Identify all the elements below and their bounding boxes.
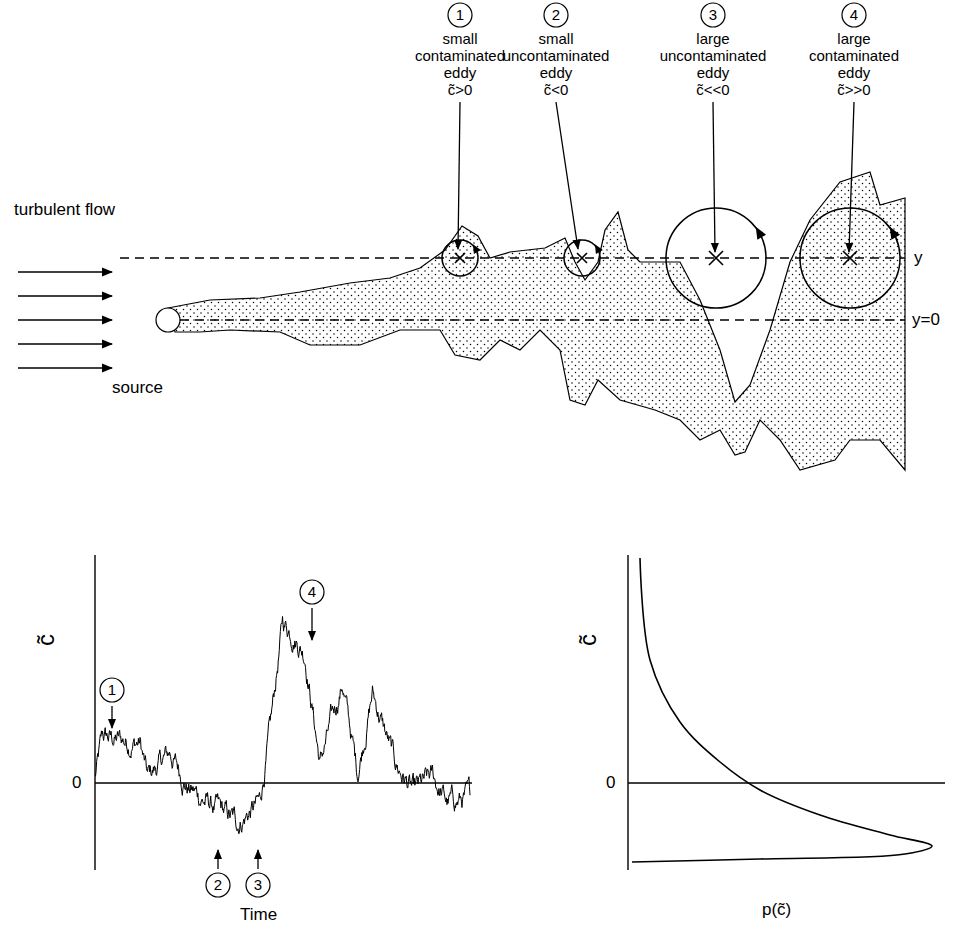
axes [95, 555, 945, 870]
flow-arrow [18, 295, 112, 296]
eddy-description: small uncontaminated eddy [503, 30, 610, 81]
callout-circle: 2 [543, 2, 569, 28]
callout-circle: 1 [447, 2, 473, 28]
circle-shape [701, 3, 725, 27]
callout: 4 [299, 579, 325, 605]
figure-label: 0 [72, 773, 81, 793]
eddies [442, 208, 900, 308]
figure-label: 0 [606, 773, 615, 793]
callout-circle: 1 [99, 677, 125, 703]
circle-shape [300, 580, 324, 604]
callout: 2 [205, 872, 231, 898]
callout-circle: 2 [205, 872, 231, 898]
figure-label: p(c̃) [762, 900, 791, 920]
flow-arrow [18, 271, 112, 272]
callout-number: 4 [299, 579, 325, 605]
figure-label: source [112, 378, 163, 398]
figure-label: y [914, 248, 923, 268]
leader-arrow [556, 102, 578, 249]
callout-circle: 3 [245, 872, 271, 898]
plume-outline [168, 172, 905, 470]
flow-arrows [18, 272, 112, 368]
eddy-center [843, 251, 857, 265]
reference-lines [120, 258, 905, 320]
y-line [120, 257, 905, 258]
circle-shape [842, 3, 866, 27]
circle-shape [246, 873, 270, 897]
leader-arrow [849, 102, 854, 252]
plume [168, 172, 905, 470]
concentration-sign: c̃<<0 [696, 81, 729, 99]
concentration-sign: c̃<0 [544, 81, 569, 99]
figure-label: Time [240, 905, 277, 925]
rotation-arrowhead [473, 244, 481, 254]
axis [628, 782, 945, 783]
pdf-curve [632, 558, 932, 862]
callout-circle: 3 [700, 2, 726, 28]
callout-number: 1 [447, 2, 473, 28]
callout: 1small contaminated eddyc̃>0 [415, 2, 505, 99]
eddy-circle [564, 240, 600, 276]
eddy-center [577, 253, 587, 263]
source-symbol [156, 308, 180, 332]
callout-number: 2 [543, 2, 569, 28]
flow-arrow [18, 367, 112, 368]
eddy [666, 208, 766, 308]
axis [627, 555, 628, 870]
eddy-description: small contaminated eddy [415, 30, 505, 81]
circle-shape [206, 873, 230, 897]
eddy-circle [666, 208, 766, 308]
callout: 1 [99, 677, 125, 703]
callout-number: 4 [841, 2, 867, 28]
callout-circle: 4 [299, 579, 325, 605]
flow-arrow [18, 319, 112, 320]
eddy-center [455, 253, 465, 263]
callout-number: 3 [700, 2, 726, 28]
axis-label: c̃ [36, 634, 56, 646]
callout: 4large contaminated eddyc̃>>0 [809, 2, 899, 99]
eddy [564, 240, 603, 276]
callout-number: 3 [245, 872, 271, 898]
eddy [442, 240, 481, 276]
y0-line [180, 319, 905, 320]
series-line [95, 616, 470, 833]
eddy-description: large uncontaminated eddy [660, 30, 767, 81]
eddy-circle [442, 240, 478, 276]
leader-arrow [311, 608, 312, 640]
callout-number: 2 [205, 872, 231, 898]
concentration-sign: c̃>>0 [837, 81, 870, 99]
time-series [95, 616, 470, 833]
leader-arrow [458, 102, 460, 249]
axis-label: c̃ [578, 634, 598, 646]
eddy-description: large contaminated eddy [809, 30, 899, 81]
leader-arrow [257, 850, 258, 869]
leader-arrow [217, 850, 218, 869]
figure-label: turbulent flow [14, 200, 124, 220]
rotation-arrowhead [756, 227, 766, 240]
callout: 3large uncontaminated eddyc̃<<0 [660, 2, 767, 99]
rotation-arrowhead [595, 244, 603, 254]
flow-arrow [18, 343, 112, 344]
callout: 3 [245, 872, 271, 898]
axis [94, 555, 95, 870]
circle-shape [448, 3, 472, 27]
eddy-center [709, 251, 723, 265]
callout: 2small uncontaminated eddyc̃<0 [503, 2, 610, 99]
leader-arrows [112, 102, 854, 869]
callout-circle: 4 [841, 2, 867, 28]
concentration-sign: c̃>0 [448, 81, 473, 99]
callout-number: 1 [99, 677, 125, 703]
circle-shape [544, 3, 568, 27]
figure-label: y=0 [912, 310, 940, 330]
leader-arrow [111, 706, 112, 728]
leader-arrow [713, 102, 715, 252]
circle-shape [100, 678, 124, 702]
pdf-line [632, 558, 932, 862]
rotation-arrowhead [890, 227, 900, 240]
